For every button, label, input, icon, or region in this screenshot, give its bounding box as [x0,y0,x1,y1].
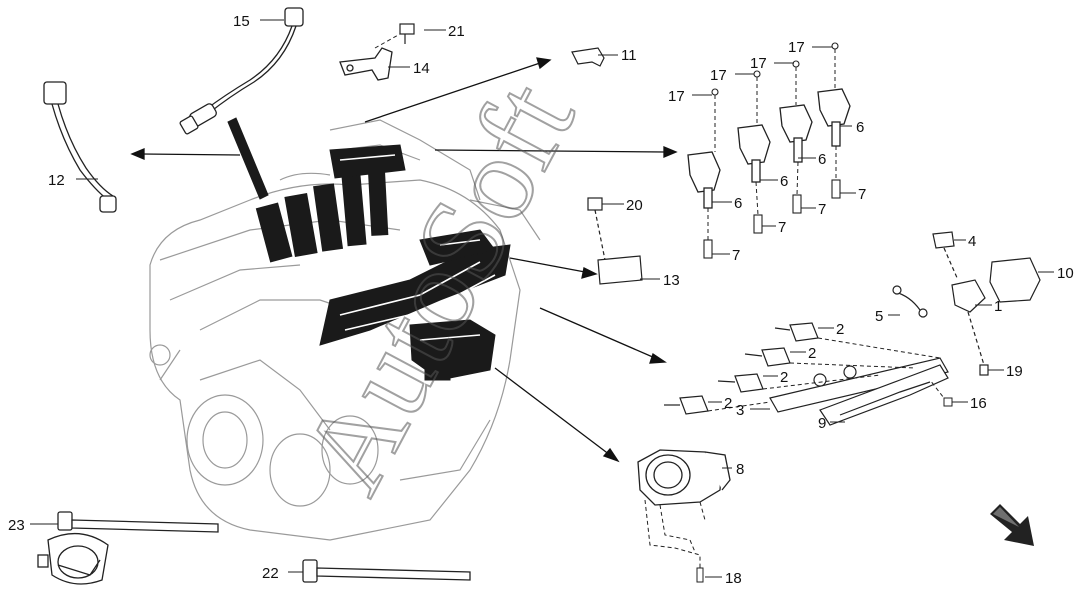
callout-7-b: 7 [818,201,826,218]
coil-dashed-guides [707,49,837,240]
callout-15: 15 [233,13,250,30]
cable-tie [302,559,471,583]
bolt-16 [943,397,953,407]
leader-arrows [130,57,678,463]
bolt-21 [399,23,415,44]
throttle-guides [644,499,706,568]
callout-3: 3 [736,402,744,419]
callout-2-d: 2 [724,395,732,412]
callout-2-a: 2 [836,321,844,338]
hose-clamp [37,511,219,585]
callout-7-d: 7 [732,247,740,264]
callout-21: 21 [448,23,465,40]
fuel-rail-cover [819,364,949,426]
callout-18: 18 [725,570,742,587]
callout-8: 8 [736,461,744,478]
injector-guides [707,337,948,412]
callout-20: 20 [626,197,643,214]
callout-labels: 15 21 14 11 12 17 17 17 17 6 6 6 6 7 7 7… [8,13,1074,587]
bracket-part [339,47,393,81]
callout-19: 19 [1006,363,1023,380]
engine-highlight-detail [339,154,496,341]
callout-2-b: 2 [808,345,816,362]
callout-13: 13 [663,272,680,289]
coil-bolts [711,42,839,96]
callout-17-c: 17 [750,55,767,72]
callout-22: 22 [262,565,279,582]
callout-6-d: 6 [734,195,742,212]
callout-17-b: 17 [710,67,727,84]
callout-23: 23 [8,517,25,534]
callout-10: 10 [1057,265,1074,282]
bolt-18 [696,567,704,583]
spark-plugs [703,179,841,259]
callout-6-c: 6 [780,173,788,190]
callout-16: 16 [970,395,987,412]
ignition-coils [687,88,851,209]
callout-6-a: 6 [856,119,864,136]
callout-9: 9 [818,415,826,432]
throttle-body [637,449,731,506]
callout-7-a: 7 [858,186,866,203]
callout-14: 14 [413,60,430,77]
callout-17-d: 17 [788,39,805,56]
clip-part [571,47,605,67]
callout-4: 4 [968,233,976,250]
fuel-pressure-parts [892,231,1041,376]
fuel-rail [769,357,949,413]
watermark: AutoSoft [276,61,600,512]
callout-5: 5 [875,308,883,325]
oxygen-sensor-downstream [43,81,117,213]
callout-6-b: 6 [818,151,826,168]
engine-highlighted-parts [227,117,511,381]
sensor-part-20 [587,197,643,285]
callout-17-a: 17 [668,88,685,105]
callout-2-c: 2 [780,369,788,386]
callout-leaders [30,19,1054,578]
callout-7-c: 7 [778,219,786,236]
oxygen-sensor-upstream [179,7,304,135]
callout-12: 12 [48,172,65,189]
arrow-down-right-icon [990,504,1034,546]
callout-1: 1 [994,298,1002,315]
callout-11: 11 [621,47,637,64]
